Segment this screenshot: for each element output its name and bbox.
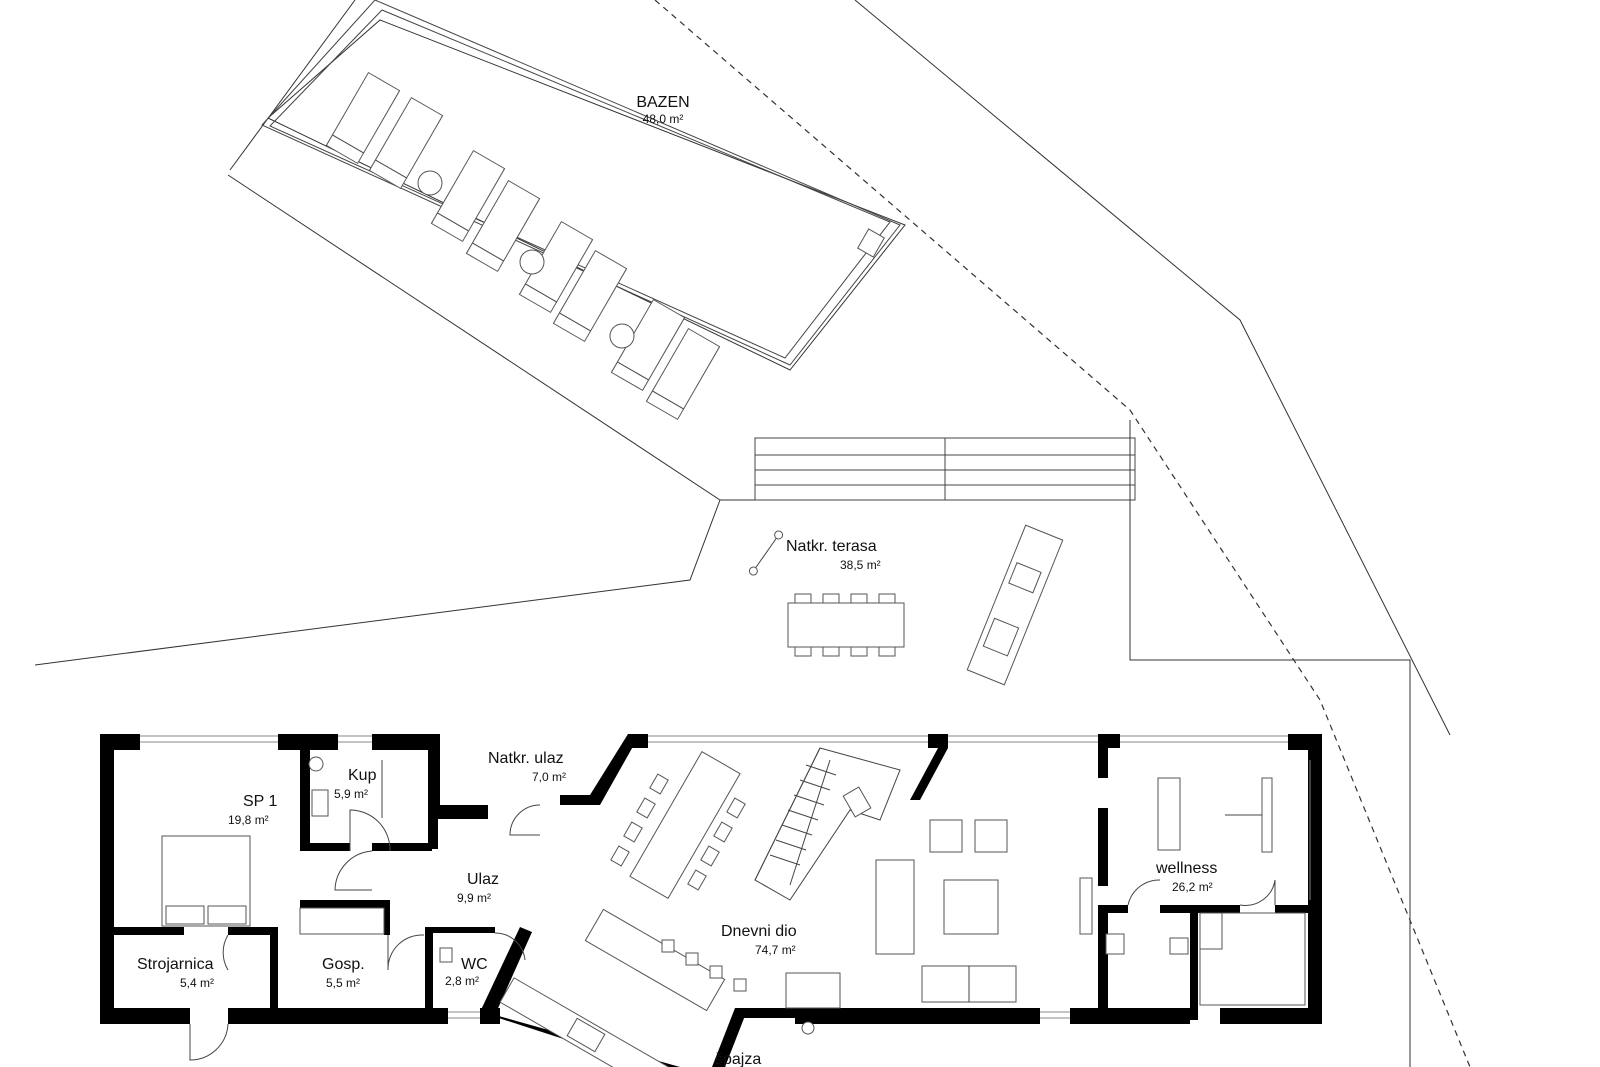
room-area-ulaz: 9,9 m² (457, 891, 491, 905)
room-name-wellness: wellness (1155, 860, 1217, 877)
house-walls (100, 734, 1322, 1067)
room-name-wc: WC (461, 956, 488, 973)
property-boundary-line (654, 0, 1471, 1067)
room-area-sp1: 19,8 m² (228, 813, 269, 827)
room-name-gosp: Gosp. (322, 956, 365, 973)
sun-loungers (325, 71, 721, 421)
room-area-strojarnica: 5,4 m² (180, 976, 214, 990)
room-area-wellness: 26,2 m² (1172, 880, 1213, 894)
room-name-dnevni: Dnevni dio (721, 923, 797, 940)
room-name-bazen: BAZEN (636, 94, 689, 111)
site-lines (34, 0, 1471, 1067)
room-name-spajza: špajza (715, 1051, 761, 1067)
windows (140, 735, 1311, 1019)
room-area-kup: 5,9 m² (334, 787, 368, 801)
room-name-terasa: Natkr. terasa (786, 538, 877, 555)
room-area-terasa: 38,5 m² (840, 558, 881, 572)
interior-furniture (161, 750, 1306, 1067)
pool (261, 0, 901, 366)
room-name-ulaz: Ulaz (467, 871, 499, 888)
room-name-sp1: SP 1 (243, 793, 278, 810)
room-labels: BAZEN 48,0 m² Natkr. terasa 38,5 m² Natk… (137, 94, 1217, 1067)
room-name-kup: Kup (348, 767, 377, 784)
terrace-steps (754, 437, 1136, 501)
room-name-natkr-ulaz: Natkr. ulaz (488, 750, 564, 767)
doors (189, 804, 1276, 1061)
room-area-gosp: 5,5 m² (326, 976, 360, 990)
room-name-strojarnica: Strojarnica (137, 956, 214, 973)
terrace-furniture (748, 524, 1064, 686)
room-area-wc: 2,8 m² (445, 974, 479, 988)
room-area-dnevni: 74,7 m² (755, 943, 796, 957)
staircase (754, 747, 901, 901)
room-area-bazen: 48,0 m² (643, 112, 684, 126)
room-area-natkr-ulaz: 7,0 m² (532, 770, 566, 784)
